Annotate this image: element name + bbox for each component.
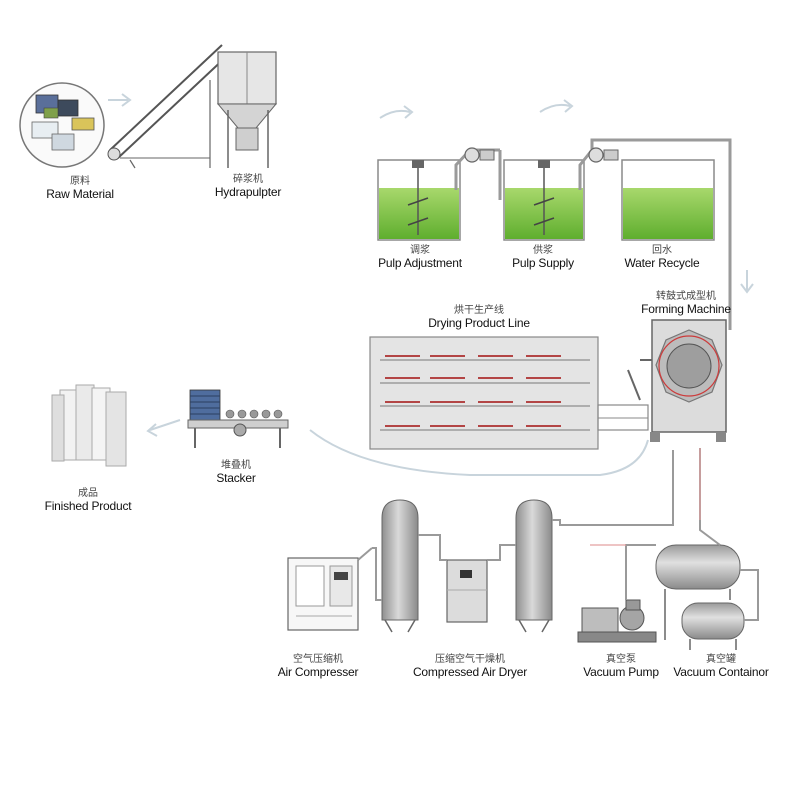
label-air-compressor-cn: 空气压缩机 <box>293 654 343 665</box>
label-hydrapulpter-cn: 碎浆机 <box>233 174 263 185</box>
label-forming-machine-cn: 转鼓式成型机 <box>656 291 716 302</box>
hydrapulpter-machine <box>107 44 278 169</box>
finished-product-stack <box>51 384 127 467</box>
stacker-machine <box>187 389 289 448</box>
flow-arrows-middle <box>146 270 754 476</box>
label-water-recycle: 回水 Water Recycle <box>614 245 710 270</box>
label-stacker: 堆叠机 Stacker <box>206 460 266 485</box>
vacuum-pump <box>577 599 657 643</box>
label-raw-material: 原料 Raw Material <box>28 176 132 201</box>
pulp-pumps-and-pipes <box>454 138 732 330</box>
label-vacuum-container: 真空罐 Vacuum Containor <box>668 654 774 679</box>
label-forming-machine: 转鼓式成型机 Forming Machine <box>636 291 736 316</box>
raw-material-illustration <box>19 82 105 168</box>
air-tanks <box>381 499 553 633</box>
label-drying-line-en: Drying Product Line <box>428 315 530 330</box>
label-pulp-supply-en: Pulp Supply <box>512 255 574 270</box>
forming-machine <box>627 319 727 442</box>
label-vacuum-container-cn: 真空罐 <box>706 654 736 665</box>
air-compressor <box>287 547 373 631</box>
label-pulp-adjustment-en: Pulp Adjustment <box>378 255 462 270</box>
pipe-accent <box>590 448 701 546</box>
label-pulp-supply-cn: 供浆 <box>533 245 553 256</box>
label-finished-product-cn: 成品 <box>78 488 98 499</box>
label-vacuum-pump: 真空泵 Vacuum Pump <box>576 654 666 679</box>
label-compressed-air-dryer: 压缩空气干燥机 Compressed Air Dryer <box>404 654 536 679</box>
label-finished-product-en: Finished Product <box>44 498 132 513</box>
label-water-recycle-en: Water Recycle <box>624 255 700 270</box>
label-vacuum-pump-en: Vacuum Pump <box>583 664 659 679</box>
label-vacuum-pump-cn: 真空泵 <box>606 654 636 665</box>
label-stacker-en: Stacker <box>216 470 256 485</box>
label-drying-line: 烘干生产线 Drying Product Line <box>414 305 544 330</box>
label-raw-material-cn: 原料 <box>70 176 90 187</box>
label-stacker-cn: 堆叠机 <box>221 460 251 471</box>
label-vacuum-container-en: Vacuum Containor <box>673 664 769 679</box>
label-pulp-adjustment-cn: 调浆 <box>410 245 430 256</box>
label-drying-line-cn: 烘干生产线 <box>454 305 504 316</box>
drying-line <box>369 336 649 450</box>
label-finished-product: 成品 Finished Product <box>40 488 136 513</box>
label-pulp-supply: 供浆 Pulp Supply <box>500 245 586 270</box>
label-forming-machine-en: Forming Machine <box>641 301 731 316</box>
vacuum-containers <box>655 544 745 650</box>
flow-arrows-top <box>379 99 574 119</box>
label-air-compressor-en: Air Compresser <box>277 664 359 679</box>
label-compressed-air-dryer-en: Compressed Air Dryer <box>412 664 528 679</box>
label-water-recycle-cn: 回水 <box>652 245 672 256</box>
pulp-tanks <box>377 159 715 241</box>
label-air-compressor: 空气压缩机 Air Compresser <box>270 654 366 679</box>
compressed-air-dryer <box>446 559 488 623</box>
label-hydrapulpter: 碎浆机 Hydrapulpter <box>198 174 298 199</box>
label-pulp-adjustment: 调浆 Pulp Adjustment <box>372 245 468 270</box>
label-hydrapulpter-en: Hydrapulpter <box>214 184 282 199</box>
label-compressed-air-dryer-cn: 压缩空气干燥机 <box>435 654 505 665</box>
label-raw-material-en: Raw Material <box>46 186 114 201</box>
flow-arrow-raw <box>108 93 132 107</box>
